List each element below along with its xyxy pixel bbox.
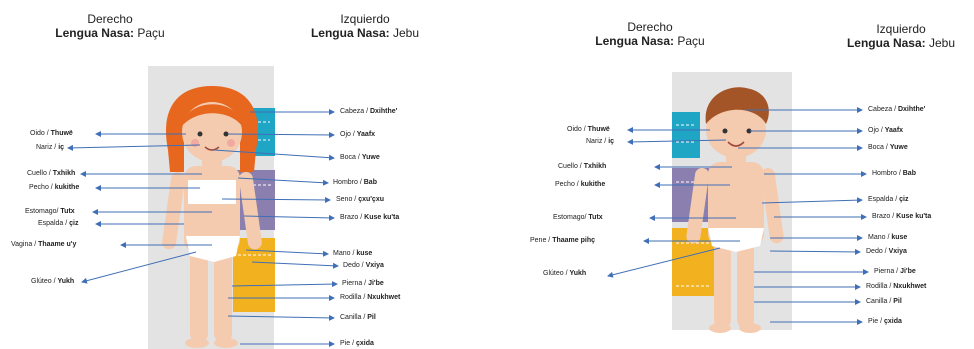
boy-left-arrows bbox=[607, 127, 740, 278]
girl-label-gluteo: Glúteo / Yukh bbox=[31, 278, 75, 285]
girl-arm-left bbox=[238, 171, 262, 250]
boy-label-brazo: Brazo / Kuse ku'ta bbox=[872, 213, 932, 220]
girl-label-nariz: Nariz / iç bbox=[36, 144, 65, 151]
boy-label-cuello: Cuello / Txhikh bbox=[558, 163, 607, 170]
boy-label-nariz: Nariz / iç bbox=[586, 138, 615, 145]
boy-label-gluteo: Glúteo / Yukh bbox=[543, 270, 587, 277]
boy-foot-left bbox=[739, 323, 761, 333]
girl-label-estomago: Estomago/ Tutx bbox=[25, 208, 75, 215]
girl-foot-right bbox=[185, 338, 209, 348]
girl-left-arrows bbox=[67, 131, 212, 284]
boy-label-estomago: Estomago/ Tutx bbox=[553, 214, 603, 221]
boy-label-pierna: Pierna / Ji'be bbox=[874, 268, 916, 275]
girl-label-pie: Pie / çxida bbox=[340, 340, 374, 347]
girl-label-ojo: Ojo / Yaafx bbox=[340, 131, 376, 138]
boy-label-hombro: Hombro / Bab bbox=[872, 170, 916, 177]
boy-torso bbox=[708, 162, 764, 246]
boy-header-left: Derecho Lengua Nasa: Paçu bbox=[575, 20, 725, 48]
girl-header-left: Derecho Lengua Nasa: Paçu bbox=[40, 12, 180, 40]
header-lang-label: Lengua Nasa: bbox=[595, 34, 674, 48]
header-side-label: Izquierdo bbox=[876, 22, 926, 36]
girl-label-oido: Oido / Thuwë bbox=[30, 130, 73, 137]
boy-label-dedo: Dedo / Vxiya bbox=[866, 248, 907, 255]
boy-hair bbox=[705, 87, 769, 124]
boy-label-mano: Mano / kuse bbox=[868, 234, 908, 241]
girl-leg-left bbox=[214, 248, 232, 342]
girl-label-mano: Mano / kuse bbox=[333, 250, 373, 257]
girl-label-vagina: Vagina / Thaame u'y bbox=[11, 241, 77, 248]
boy-label-cabeza: Cabeza / Dxihthe' bbox=[868, 106, 926, 113]
header-lang-value: Jebu bbox=[929, 36, 956, 50]
girl-label-cabeza: Cabeza / Dxihthe' bbox=[340, 108, 398, 115]
boy-leg-left bbox=[737, 240, 754, 328]
girl-label-boca: Boca / Yuwe bbox=[340, 154, 380, 161]
girl-top bbox=[188, 180, 236, 204]
boy-label-espalda: Espalda / çiz bbox=[868, 196, 909, 203]
boy-label-pie: Pie / çxida bbox=[868, 318, 902, 325]
boy-header-right: Izquierdo Lengua Nasa: Jebu bbox=[830, 22, 972, 50]
boy-label-boca: Boca / Yuwe bbox=[868, 144, 908, 151]
girl-leg-right bbox=[190, 248, 208, 342]
header-lang-label: Lengua Nasa: bbox=[55, 26, 134, 40]
boy-leg-right bbox=[714, 240, 731, 328]
girl-label-cuello: Cuello / Txhikh bbox=[27, 170, 76, 177]
girl-label-canilla: Canilla / Pil bbox=[340, 314, 376, 321]
boy-figure bbox=[672, 72, 792, 333]
girl-label-hombro: Hombro / Bab bbox=[333, 179, 377, 186]
boy-face bbox=[706, 102, 766, 158]
girl-label-espalda: Espalda / çiz bbox=[38, 220, 79, 227]
header-lang-label: Lengua Nasa: bbox=[310, 26, 390, 40]
header-lang-label: Lengua Nasa: bbox=[846, 36, 926, 50]
boy-label-rodilla: Rodilla / Nxukhwet bbox=[866, 283, 927, 290]
girl-underwear bbox=[186, 236, 240, 262]
boy-label-canilla: Canilla / Pil bbox=[866, 298, 902, 305]
header-lang-value: Jebu bbox=[393, 26, 420, 40]
boy-band-teal bbox=[672, 112, 700, 158]
girl-face bbox=[182, 102, 242, 162]
header-side-label: Derecho bbox=[627, 20, 673, 34]
boy-label-pene: Pene / Thaame pihç bbox=[530, 237, 595, 244]
boy-arm-right bbox=[686, 167, 710, 244]
boy-label-oido: Oido / Thuwë bbox=[567, 126, 610, 133]
girl-right-arrows bbox=[213, 109, 339, 347]
girl-foot-left bbox=[214, 338, 238, 348]
header-lang-value: Paçu bbox=[677, 34, 705, 48]
girl-figure bbox=[148, 66, 275, 349]
girl-arm-right bbox=[162, 171, 186, 250]
girl-label-brazo: Brazo / Kuse ku'ta bbox=[340, 214, 400, 221]
girl-header-right: Izquierdo Lengua Nasa: Jebu bbox=[290, 12, 440, 40]
girl-label-pierna: Pierna / Ji'be bbox=[342, 280, 384, 287]
girl-label-pecho: Pecho / kukithe bbox=[29, 184, 80, 191]
header-side-label: Izquierdo bbox=[340, 12, 390, 26]
header-lang-value: Paçu bbox=[137, 26, 165, 40]
boy-label-ojo: Ojo / Yaafx bbox=[868, 127, 904, 134]
boy-right-arrows bbox=[738, 107, 869, 325]
girl-label-seno: Seno / çxu'çxu bbox=[336, 196, 384, 203]
header-side-label: Derecho bbox=[87, 12, 133, 26]
boy-label-pecho: Pecho / kukithe bbox=[555, 181, 606, 188]
boy-underwear bbox=[708, 228, 764, 252]
boy-foot-right bbox=[709, 323, 731, 333]
boy-arm-left bbox=[760, 167, 784, 244]
girl-label-rodilla: Rodilla / Nxukhwet bbox=[340, 294, 401, 301]
girl-label-dedo: Dedo / Vxiya bbox=[343, 262, 384, 269]
